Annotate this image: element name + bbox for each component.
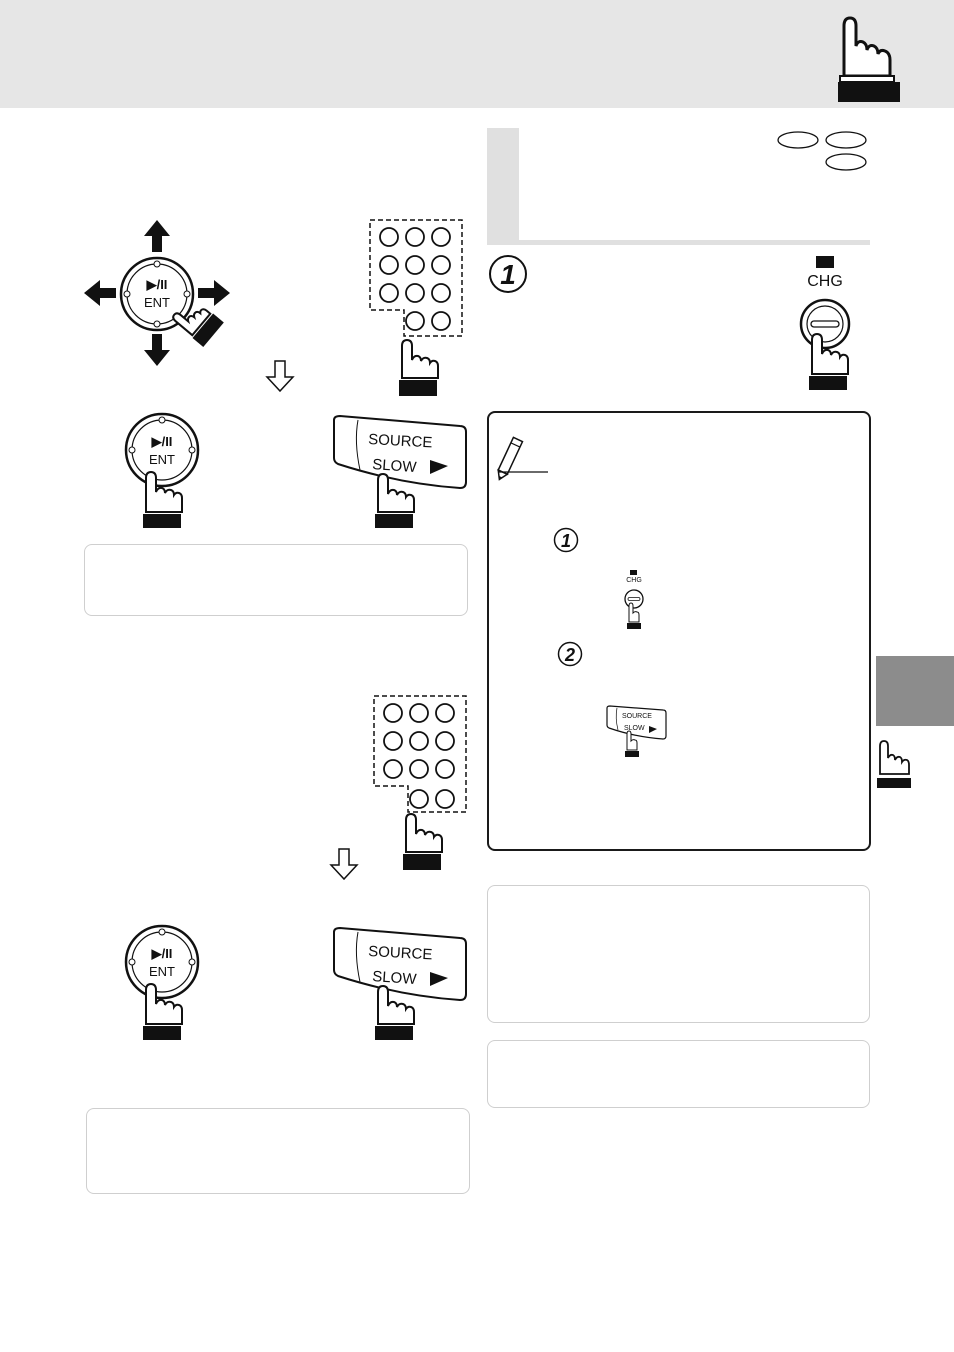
source-slow-button[interactable]: SOURCE SLOW bbox=[330, 412, 470, 530]
section-title-bar bbox=[487, 128, 519, 240]
outline-down-arrow-icon bbox=[265, 360, 295, 393]
arrow-right-icon bbox=[198, 280, 230, 306]
svg-text:SOURCE: SOURCE bbox=[368, 431, 433, 451]
step-number-1: 1 bbox=[553, 527, 579, 553]
arrow-down-icon bbox=[144, 334, 170, 366]
ent-button[interactable]: ▶/II ENT bbox=[124, 412, 204, 530]
step-number-2: 2 bbox=[557, 641, 583, 667]
svg-text:ENT: ENT bbox=[149, 964, 175, 979]
svg-text:2: 2 bbox=[564, 645, 575, 665]
outline-down-arrow-icon bbox=[329, 848, 359, 881]
arrow-left-icon bbox=[84, 280, 116, 306]
ent-button[interactable]: ▶/II ENT bbox=[124, 924, 204, 1042]
dpad-illustration: ▶/II ENT bbox=[82, 218, 242, 368]
svg-text:SLOW: SLOW bbox=[372, 968, 418, 988]
section-title-rule bbox=[487, 240, 870, 245]
hand-pointer-icon bbox=[876, 740, 912, 790]
step-number-1: 1 bbox=[488, 254, 528, 294]
svg-text:SOURCE: SOURCE bbox=[622, 713, 652, 720]
svg-text:▶/II: ▶/II bbox=[146, 277, 168, 292]
chg-button[interactable]: CHG bbox=[798, 256, 854, 392]
header-band bbox=[0, 0, 954, 108]
svg-text:▶/II: ▶/II bbox=[151, 946, 173, 961]
svg-text:SLOW: SLOW bbox=[372, 456, 418, 476]
info-box bbox=[86, 1108, 470, 1194]
svg-text:CHG: CHG bbox=[807, 273, 843, 290]
info-box bbox=[487, 885, 870, 1023]
svg-text:SLOW: SLOW bbox=[624, 725, 645, 732]
svg-text:SOURCE: SOURCE bbox=[368, 943, 433, 963]
note-box bbox=[487, 411, 871, 851]
info-box bbox=[84, 544, 468, 616]
hand-pointer-icon bbox=[836, 16, 900, 104]
svg-text:▶/II: ▶/II bbox=[151, 434, 173, 449]
svg-text:1: 1 bbox=[561, 531, 571, 551]
source-slow-button-small: SOURCE SLOW bbox=[605, 704, 669, 758]
svg-text:ENT: ENT bbox=[149, 452, 175, 467]
chg-button-small: CHG bbox=[620, 568, 648, 630]
disc-type-marks bbox=[776, 130, 872, 174]
svg-text:1: 1 bbox=[500, 259, 516, 290]
number-keypad bbox=[368, 218, 468, 398]
info-box bbox=[487, 1040, 870, 1108]
side-tab bbox=[876, 656, 954, 726]
number-keypad bbox=[372, 694, 472, 874]
arrow-up-icon bbox=[144, 220, 170, 252]
svg-text:CHG: CHG bbox=[626, 577, 642, 584]
source-slow-button[interactable]: SOURCE SLOW bbox=[330, 924, 470, 1042]
svg-text:ENT: ENT bbox=[144, 295, 170, 310]
pencil-icon bbox=[494, 430, 552, 481]
